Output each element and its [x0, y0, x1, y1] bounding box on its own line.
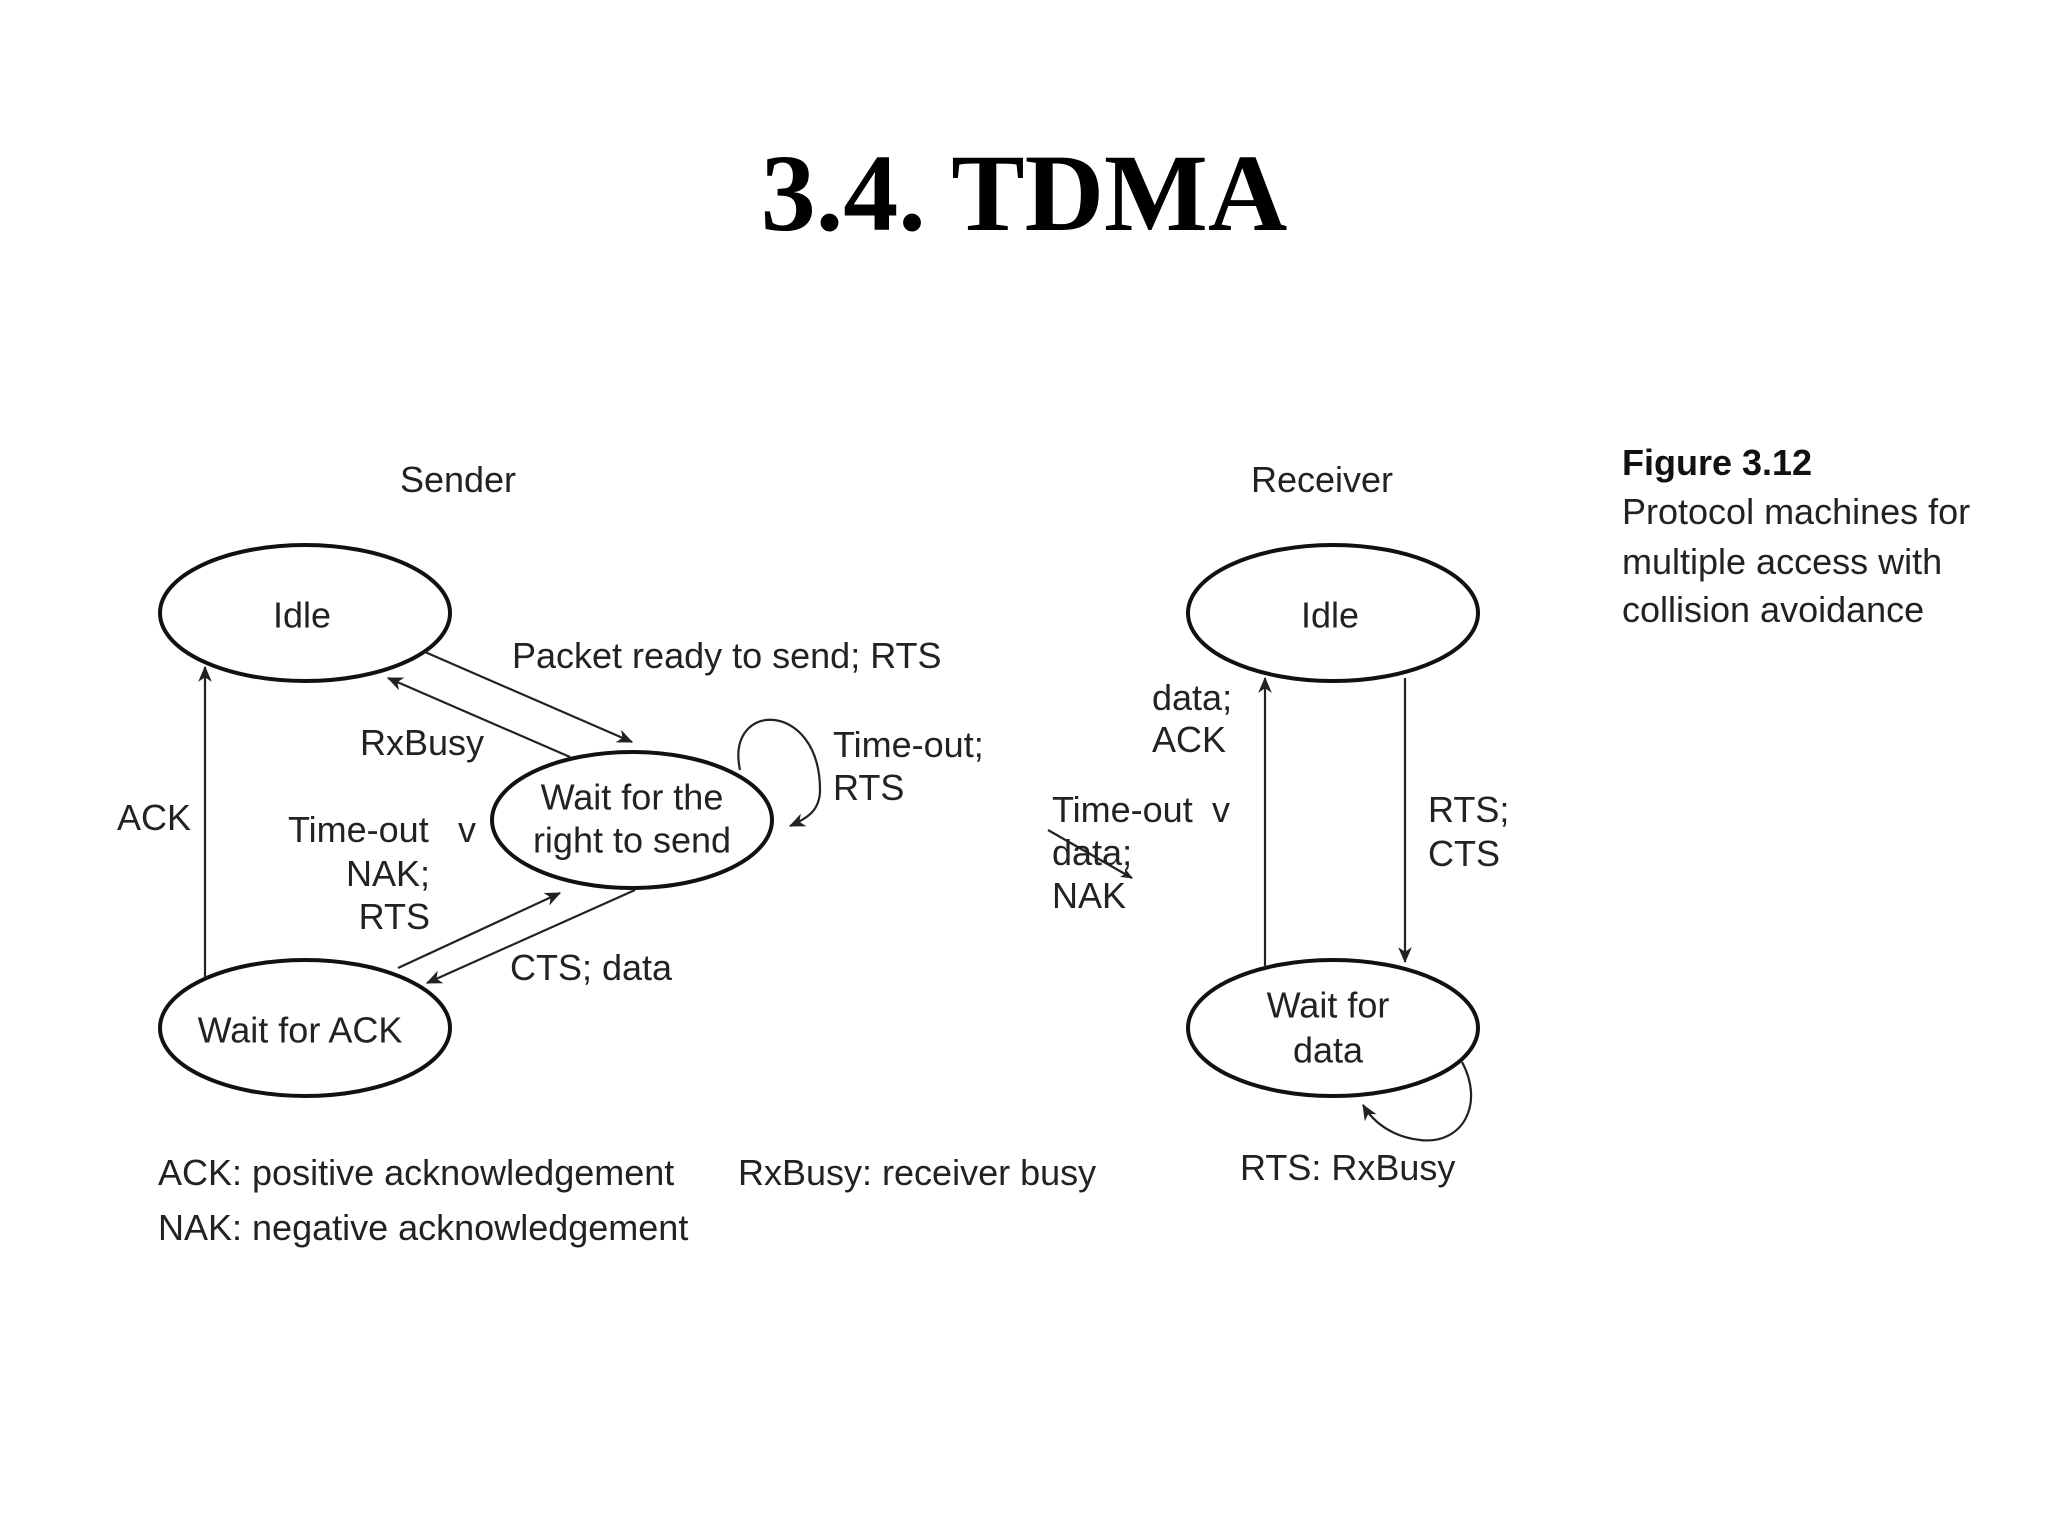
legend-nak: NAK: negative acknowledgement — [158, 1207, 688, 1248]
label-timeout-rts-1: Time-out; — [833, 724, 984, 765]
sender-wait-ack-state — [158, 958, 452, 1098]
sender-wait-right-label-2: right to send — [533, 820, 731, 861]
receiver-wait-data-label-1: Wait for — [1267, 985, 1390, 1026]
label-data-ack-2: ACK — [1152, 719, 1226, 760]
label-rts-cts-2: CTS — [1428, 833, 1500, 874]
receiver-wait-data-label-2: data — [1293, 1030, 1364, 1071]
label-cts-data: CTS; data — [510, 947, 673, 988]
label-timeout-nak-3: RTS — [359, 896, 430, 937]
receiver-idle-label: Idle — [1301, 595, 1359, 636]
label-rts-cts-1: RTS; — [1428, 789, 1509, 830]
receiver-heading: Receiver — [1251, 459, 1393, 500]
sender-idle-label: Idle — [273, 595, 331, 636]
label-timeout-rts-2: RTS — [833, 767, 904, 808]
sender-wait-right-state — [490, 750, 774, 890]
sender-idle-state — [158, 543, 452, 683]
label-recv-timeout-or: v — [1212, 789, 1230, 830]
label-timeout-nak-or: v — [458, 809, 476, 850]
receiver-idle-state — [1186, 543, 1480, 683]
edge-timeout-data-nak — [1047, 829, 1133, 879]
label-data-ack-1: data; — [1152, 677, 1232, 718]
label-recv-timeout-3: NAK — [1052, 875, 1126, 916]
edge-rxbusy — [386, 676, 571, 759]
figure-caption-line-2: multiple access with — [1622, 541, 1942, 582]
sender-heading: Sender — [400, 459, 516, 500]
label-rxbusy: RxBusy — [360, 722, 484, 763]
edge-cts-data — [425, 888, 636, 985]
slide-title: 3.4. TDMA — [760, 132, 1288, 254]
sender-wait-right-label-1: Wait for the — [541, 777, 724, 818]
label-recv-timeout-1: Time-out — [1052, 789, 1193, 830]
receiver-wait-data-state — [1186, 958, 1480, 1098]
label-timeout-nak-2: NAK; — [346, 853, 430, 894]
figure-caption-line-1: Protocol machines for — [1622, 491, 1970, 532]
edge-timeout-nak — [397, 892, 562, 969]
edge-timeout-rts-loop — [737, 718, 822, 828]
label-rts-rxbusy: RTS: RxBusy — [1240, 1147, 1455, 1188]
edge-packet-ready — [424, 650, 634, 744]
label-packet-ready: Packet ready to send; RTS — [512, 635, 942, 676]
edge-rts-rxbusy-loop — [1362, 1061, 1473, 1142]
label-recv-timeout-2: data; — [1052, 832, 1132, 873]
label-ack: ACK — [117, 797, 191, 838]
label-timeout-nak-1: Time-out — [288, 809, 429, 850]
figure-caption-title: Figure 3.12 — [1622, 442, 1812, 483]
legend-rxbusy: RxBusy: receiver busy — [738, 1152, 1096, 1193]
legend-ack: ACK: positive acknowledgement — [158, 1152, 674, 1193]
figure-caption-line-3: collision avoidance — [1622, 589, 1924, 630]
sender-wait-ack-label: Wait for ACK — [198, 1010, 403, 1051]
